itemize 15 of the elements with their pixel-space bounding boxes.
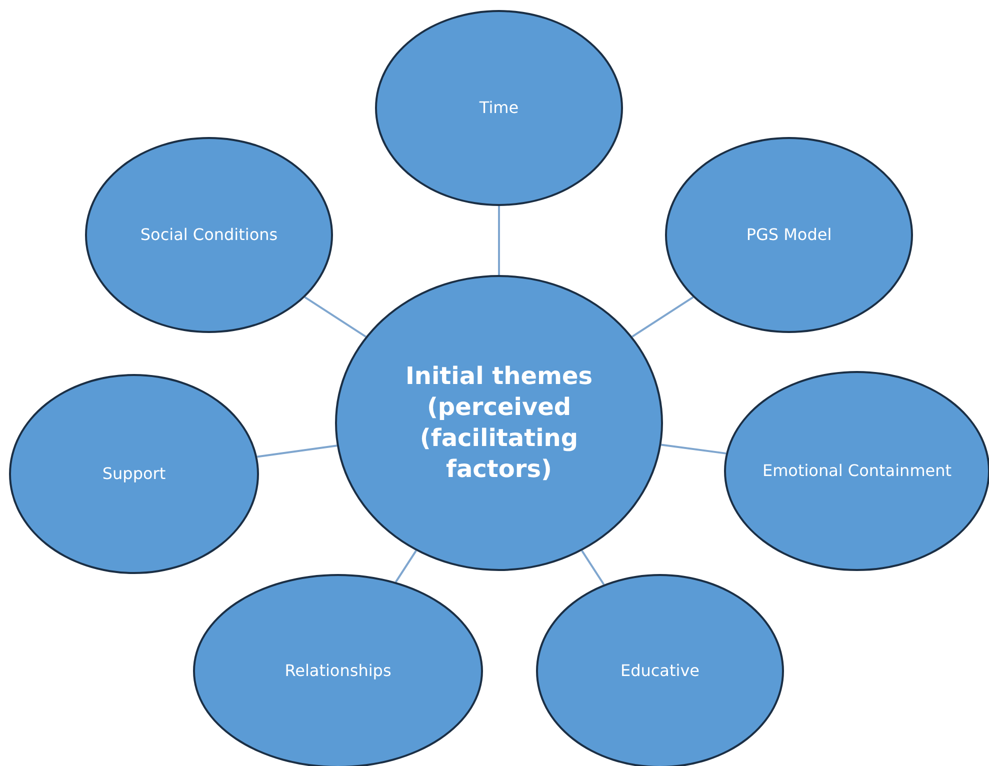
- central-theme-label: Initial themes (perceived (facilitating factors): [404, 360, 594, 486]
- theme-label: Relationships: [284, 660, 392, 682]
- theme-label: Time: [478, 97, 520, 120]
- connector-line: [581, 550, 605, 586]
- theme-label: Educative: [619, 660, 701, 682]
- connector-line: [498, 206, 500, 275]
- connector-line: [632, 296, 694, 338]
- connector-line: [661, 444, 726, 454]
- connector-line: [394, 550, 417, 583]
- theme-label: Emotional Containment: [761, 460, 953, 482]
- theme-label: PGS Model: [745, 224, 833, 246]
- theme-label: Support: [101, 463, 167, 486]
- connector-line: [257, 444, 338, 458]
- theme-label: Social Conditions: [139, 224, 279, 246]
- connector-line: [304, 296, 366, 338]
